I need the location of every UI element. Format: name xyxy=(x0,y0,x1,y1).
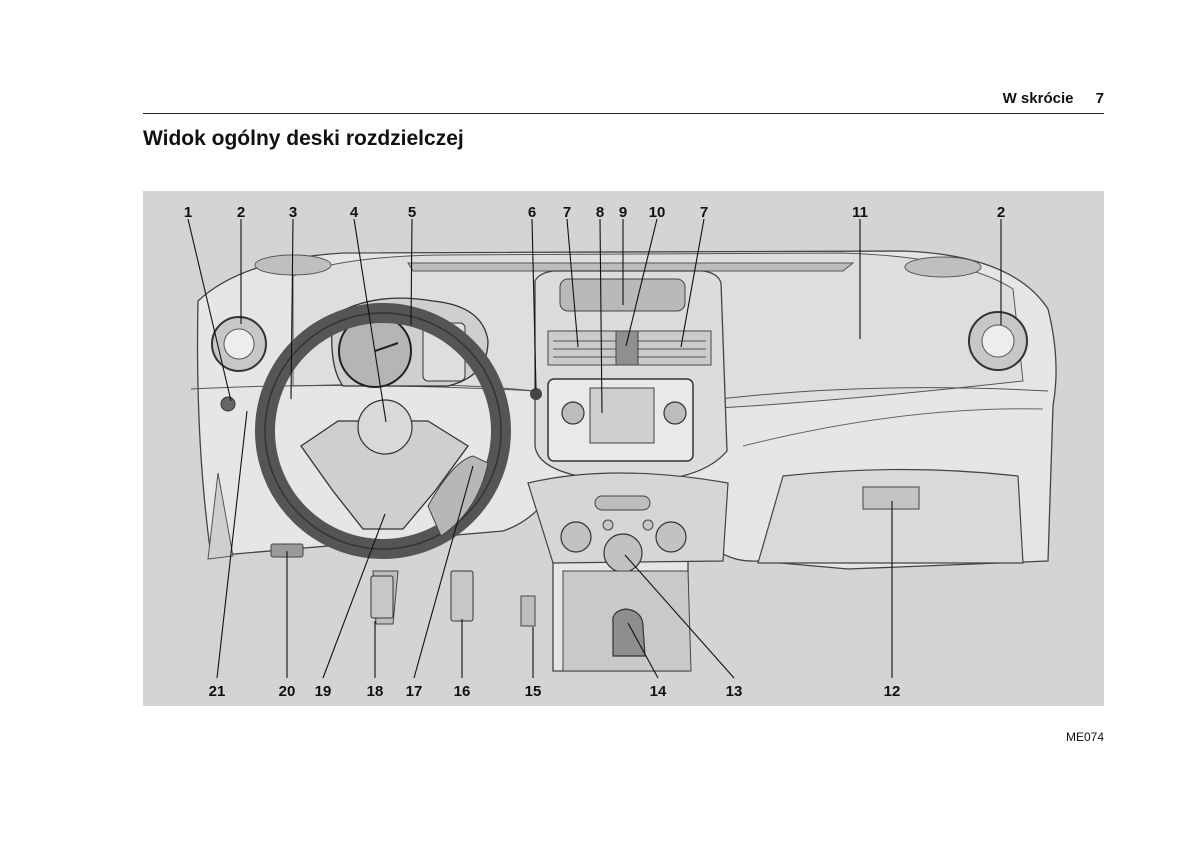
callout-4: 4 xyxy=(350,204,359,221)
header-rule xyxy=(143,113,1104,114)
callout-5: 5 xyxy=(408,204,416,221)
callout-18: 18 xyxy=(367,683,384,700)
callout-15: 15 xyxy=(525,683,542,700)
callout-20: 20 xyxy=(279,683,296,700)
callout-8: 8 xyxy=(596,204,604,221)
callout-2-right: 2 xyxy=(997,204,1005,221)
figure-code: ME074 xyxy=(1065,730,1104,744)
callout-2-left: 2 xyxy=(237,204,245,221)
callout-16: 16 xyxy=(454,683,471,700)
dashboard-illustration: 1 2 3 4 5 6 7 8 9 10 7 11 2 21 20 19 18 … xyxy=(143,191,1104,706)
dashboard-drawing: 1 2 3 4 5 6 7 8 9 10 7 11 2 21 20 19 18 … xyxy=(184,204,1057,700)
callout-21: 21 xyxy=(209,683,226,700)
callout-1: 1 xyxy=(184,204,192,221)
section-title: W skrócie xyxy=(1002,90,1074,107)
callout-12: 12 xyxy=(884,683,901,700)
callout-9: 9 xyxy=(619,204,627,221)
callout-19: 19 xyxy=(315,683,332,700)
callout-6: 6 xyxy=(528,204,536,221)
callout-7-right: 7 xyxy=(700,204,708,221)
running-header: W skrócie 7 xyxy=(1003,90,1104,107)
callout-14: 14 xyxy=(650,683,667,700)
callout-7-left: 7 xyxy=(563,204,571,221)
callout-11: 11 xyxy=(852,204,868,221)
page-title: Widok ogólny deski rozdzielczej xyxy=(143,127,464,150)
callout-13: 13 xyxy=(726,683,743,700)
page-number: 7 xyxy=(1095,90,1104,107)
callout-3: 3 xyxy=(289,204,297,221)
callout-10: 10 xyxy=(649,204,666,221)
callout-17: 17 xyxy=(406,683,423,700)
